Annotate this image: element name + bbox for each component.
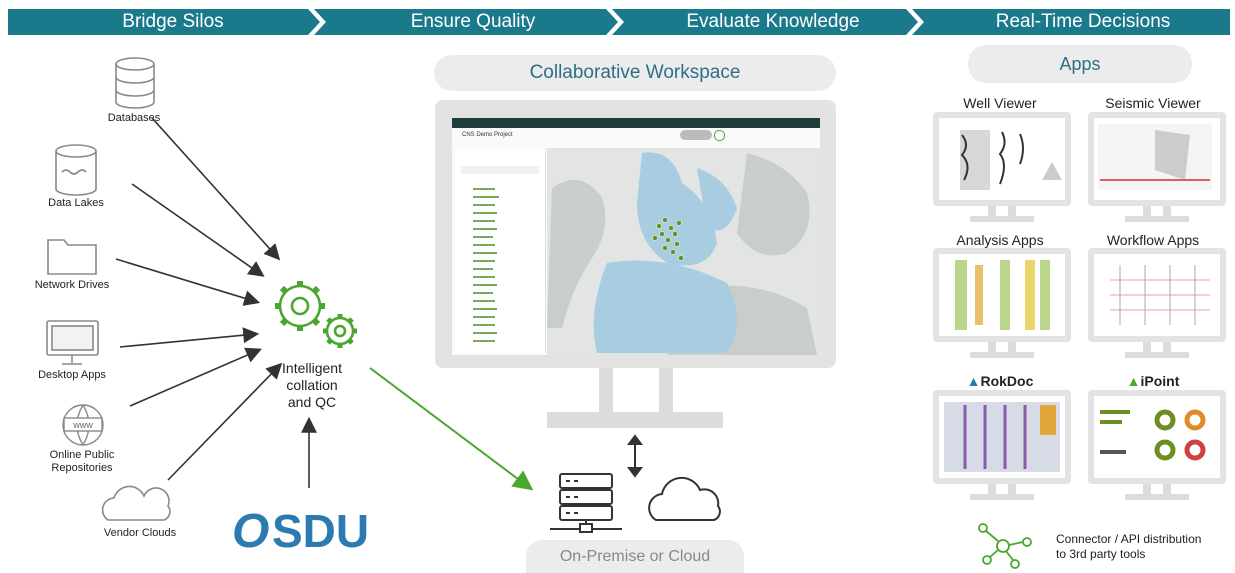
app-title-well-viewer: Well Viewer	[963, 95, 1037, 111]
connector-label: Connector / API distribution to 3rd part…	[1056, 532, 1202, 561]
process-banner: Bridge Silos Ensure Quality Evaluate Kno…	[8, 9, 1230, 35]
source-label-desktop-apps: Desktop Apps	[38, 369, 106, 381]
source-label-databases: Databases	[107, 112, 161, 124]
app-title-ipoint: ▲iPoint	[1126, 373, 1180, 389]
banner-step-ensure-quality: Ensure Quality	[410, 11, 536, 32]
banner-step-bridge-silos: Bridge Silos	[122, 11, 224, 32]
connector-icon	[978, 523, 1032, 569]
cloud-icon	[648, 476, 721, 521]
monitor-seismic-viewer[interactable]	[1088, 112, 1226, 222]
app-top-bar	[452, 118, 820, 128]
svg-text:O: O	[232, 505, 269, 556]
arrow-desktop-apps	[119, 327, 260, 348]
folder-icon	[47, 239, 97, 275]
banner-step-real-time-decisions: Real-Time Decisions	[995, 11, 1171, 32]
source-label-data-lakes: Data Lakes	[48, 197, 104, 209]
green-arrow	[369, 367, 534, 491]
svg-text:SDU: SDU	[272, 505, 369, 556]
map-view[interactable]	[547, 148, 820, 355]
double-arrow-icon	[627, 434, 643, 478]
app-title-seismic-viewer: Seismic Viewer	[1105, 95, 1201, 111]
app-title-workflow-apps: Workflow Apps	[1106, 232, 1200, 248]
deployment-diagram	[550, 434, 721, 533]
arrow-vendor-clouds	[167, 362, 283, 481]
database-icon	[115, 57, 155, 109]
monitor-analysis-apps[interactable]	[933, 248, 1071, 358]
monitor-base	[547, 412, 723, 428]
monitor-workflow-apps[interactable]	[1088, 248, 1226, 358]
server-icon	[550, 473, 622, 533]
add-button[interactable]	[714, 130, 725, 141]
workspace-title: Collaborative Workspace	[434, 55, 836, 91]
toolbar-toggles[interactable]	[680, 130, 712, 140]
cloud-icon	[101, 485, 171, 521]
arrow-data-lakes	[131, 183, 265, 277]
app-monitors	[933, 112, 1226, 500]
arrow-network-drives	[115, 258, 261, 306]
gears-icon	[275, 281, 357, 348]
arrow-online-repos	[129, 347, 262, 407]
arrow-databases	[151, 117, 281, 261]
svg-text:www: www	[72, 420, 93, 430]
source-label-vendor-clouds: Vendor Clouds	[103, 527, 177, 539]
monitor-well-viewer[interactable]	[933, 112, 1071, 222]
data-lake-icon	[55, 144, 97, 196]
www-icon: www	[62, 404, 104, 446]
sources-diagram: www	[46, 57, 357, 521]
well-list-panel	[455, 148, 546, 353]
desktop-icon	[46, 320, 99, 365]
monitor-neck-left	[599, 368, 613, 416]
workspace-screen: CNS Demo Project	[452, 118, 820, 355]
source-label-online-repos: Online Public Repositories	[49, 449, 115, 474]
monitor-neck-right	[659, 368, 673, 416]
monitor-ipoint[interactable]	[1088, 390, 1226, 500]
app-title-analysis-apps: Analysis Apps	[956, 232, 1044, 248]
monitor-rokdoc[interactable]	[933, 390, 1071, 500]
osdu-logo: O SDU	[232, 500, 382, 558]
banner-step-evaluate-knowledge: Evaluate Knowledge	[686, 11, 860, 32]
apps-title: Apps	[968, 45, 1192, 83]
app-title-rokdoc: ▲RokDoc	[966, 373, 1034, 389]
banner-chevrons	[8, 9, 1230, 35]
source-label-network-drives: Network Drives	[34, 279, 110, 291]
project-title: CNS Demo Project	[462, 132, 513, 138]
collation-label: Intelligent collation and QC	[282, 360, 342, 410]
deployment-label: On-Premise or Cloud	[526, 540, 744, 573]
